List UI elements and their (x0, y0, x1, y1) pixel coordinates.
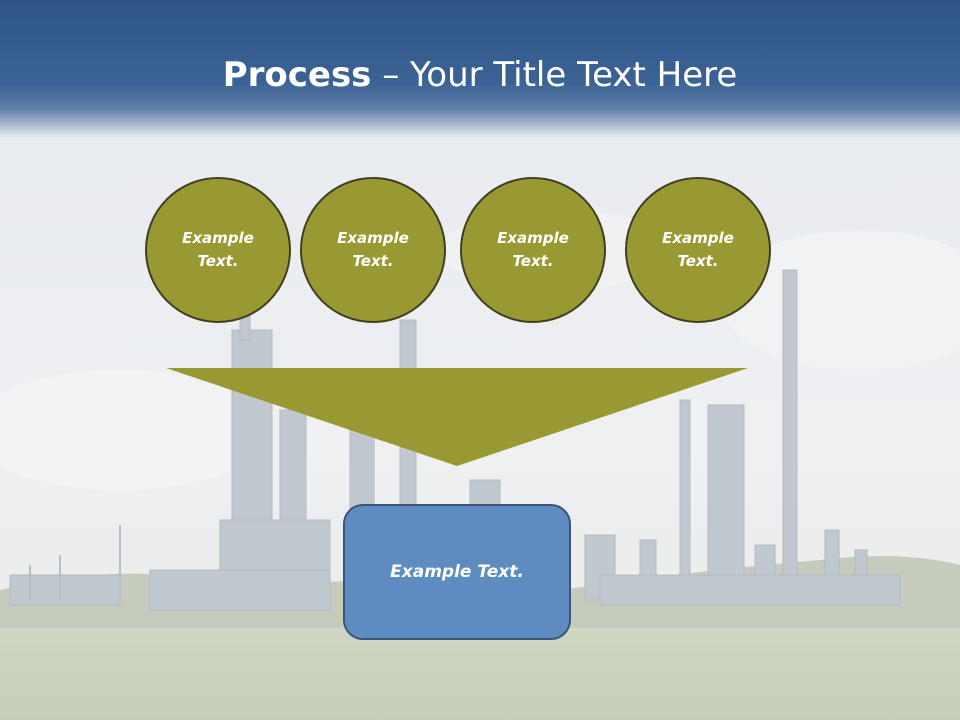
circle-3-line-2: Text. (512, 252, 554, 270)
circle-4-line-2: Text. (677, 252, 719, 270)
circle-1-line-2: Text. (197, 252, 239, 270)
result-box-label: Example Text. (390, 562, 524, 582)
funnel-arrow (166, 368, 748, 466)
circle-4-line-1: Example (662, 229, 734, 247)
slide-title: Process – Your Title Text Here (0, 52, 960, 98)
circle-2-line-2: Text. (352, 252, 394, 270)
circle-2-line-1: Example (337, 229, 409, 247)
circle-3-line-1: Example (497, 229, 569, 247)
circle-1-line-1: Example (182, 229, 254, 247)
title-bold-part: Process (222, 55, 372, 95)
title-rest-part: – Your Title Text Here (371, 55, 738, 95)
result-box: Example Text. (343, 504, 571, 640)
title-banner (0, 0, 960, 150)
